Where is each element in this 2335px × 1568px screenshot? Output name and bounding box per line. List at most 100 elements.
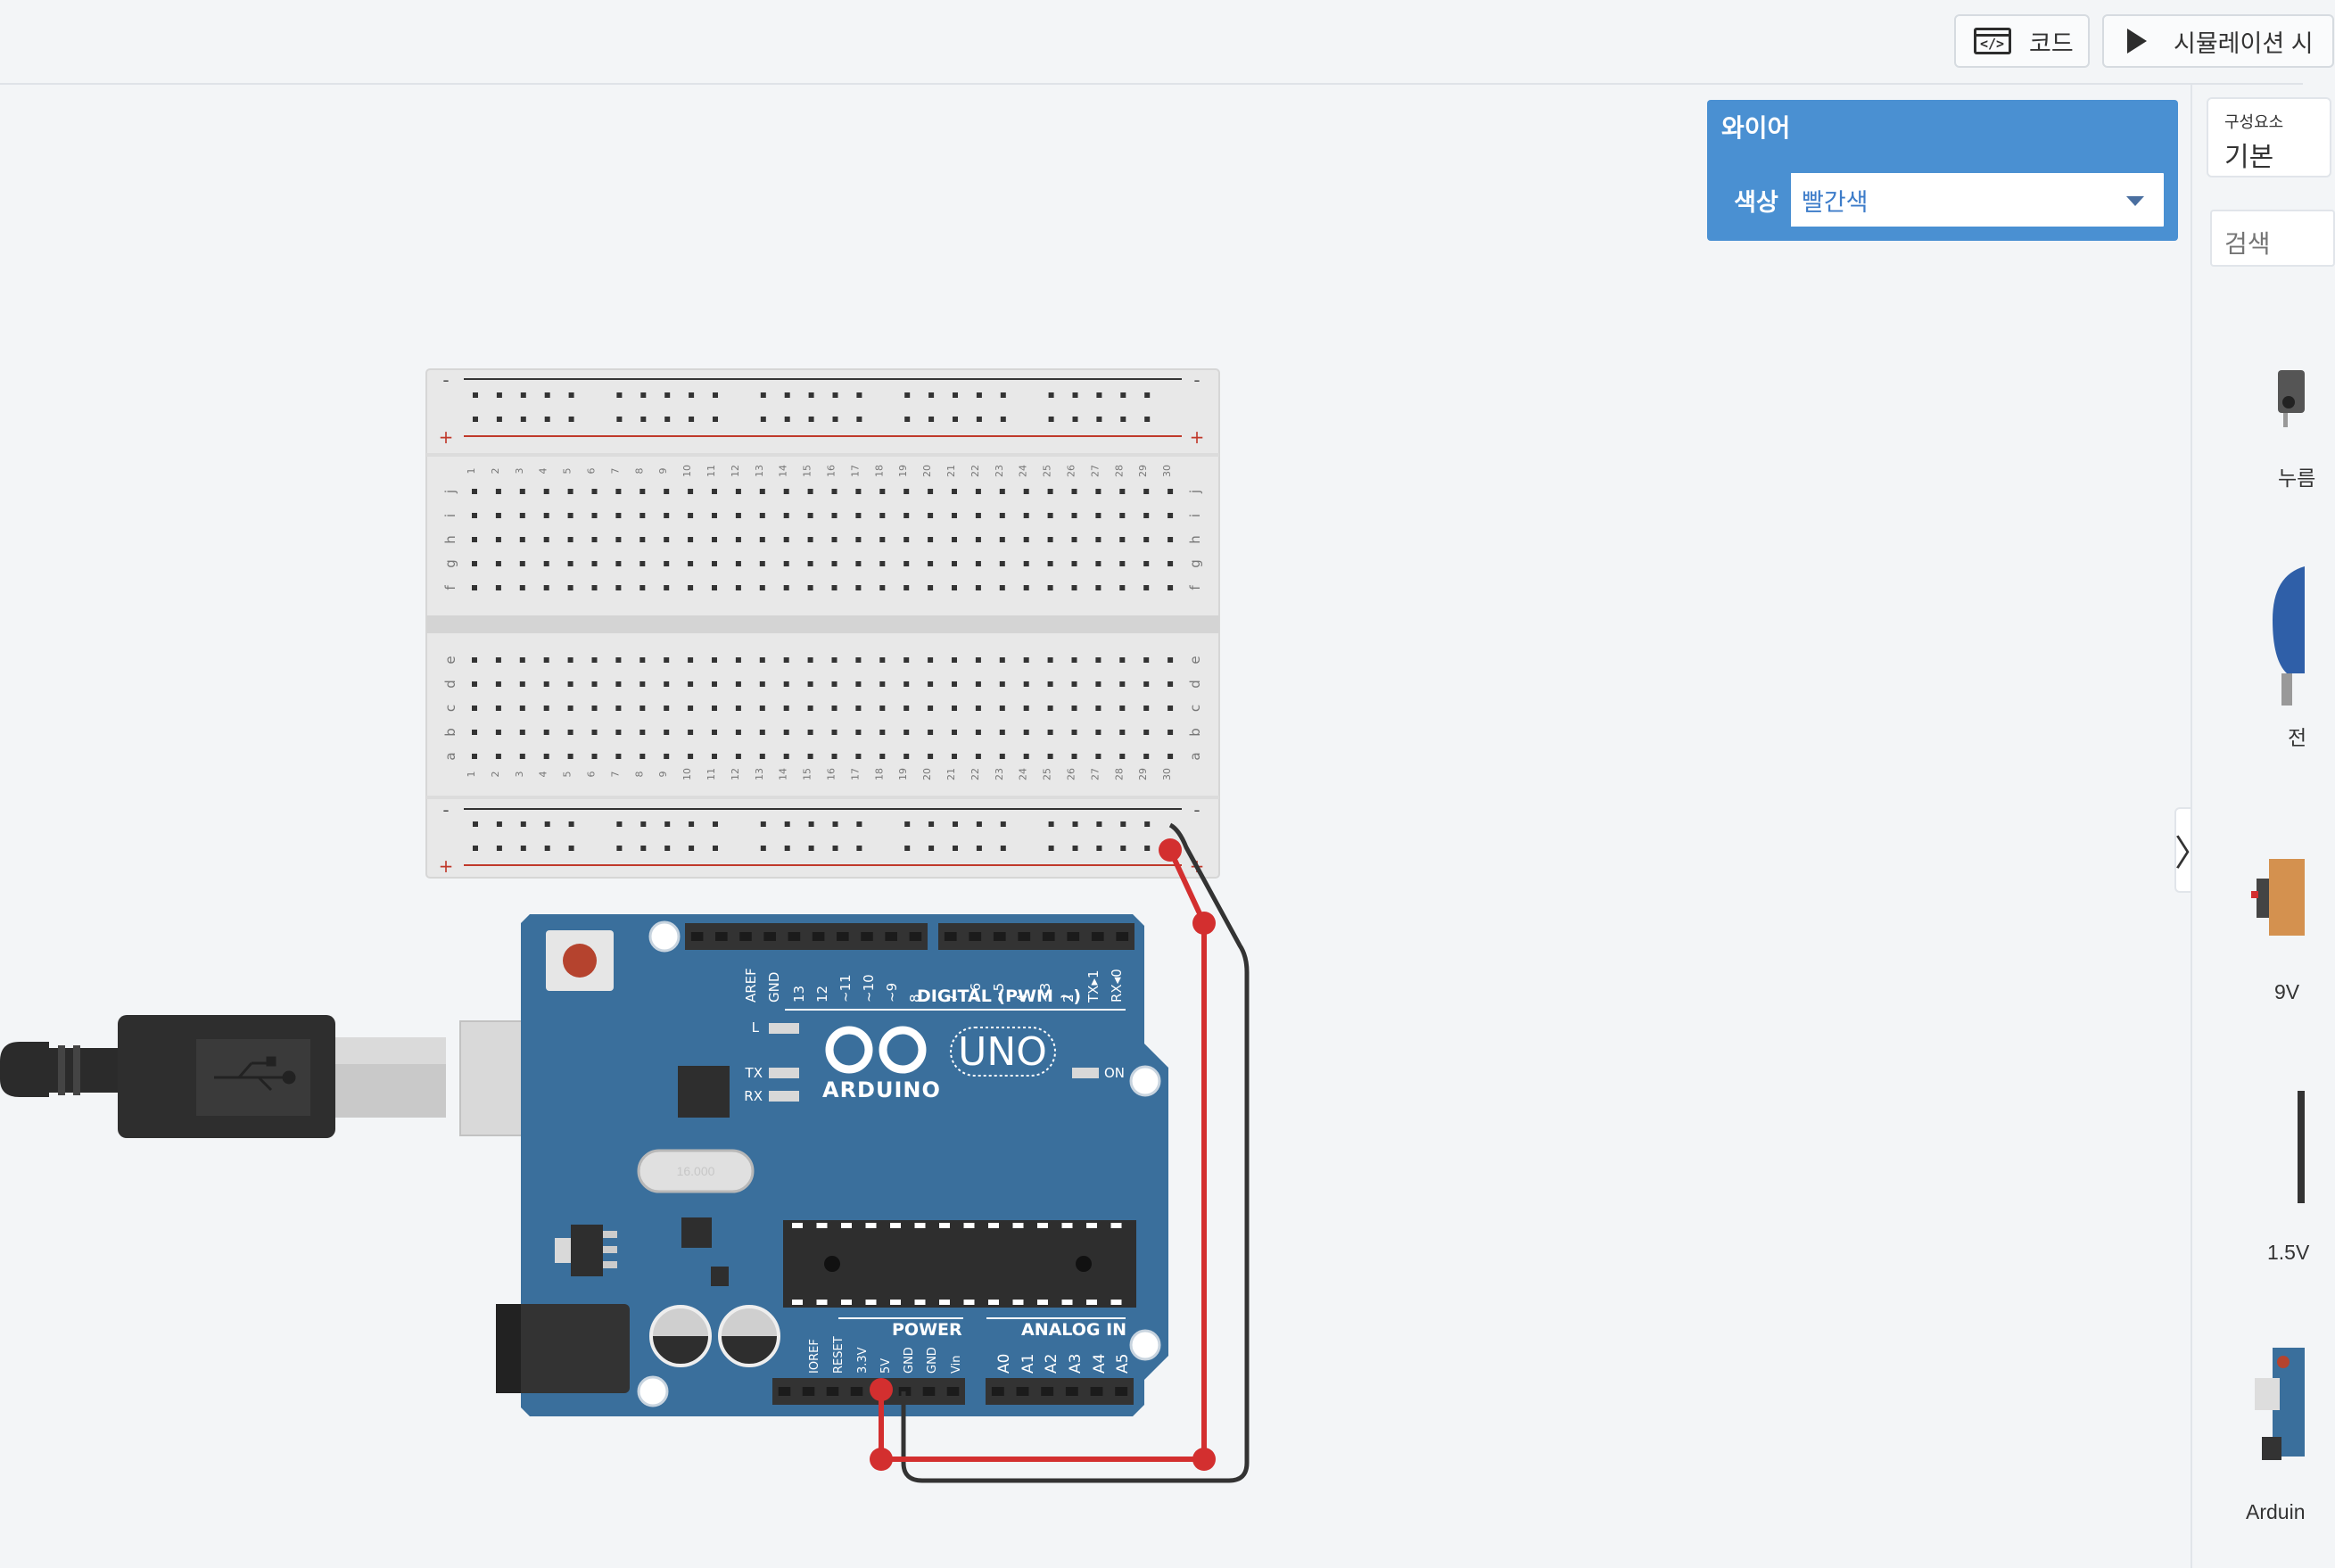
terminal-hole <box>495 585 501 590</box>
rail-hole <box>664 846 671 851</box>
terminal-hole <box>999 706 1005 711</box>
terminal-hole <box>879 657 886 663</box>
digital-pwm-label: DIGITAL (PWM ~) <box>917 986 1081 1006</box>
rail-hole <box>1000 846 1006 851</box>
column-number: 11 <box>705 768 717 780</box>
chip-leg <box>890 1300 901 1305</box>
terminal-hole <box>543 561 549 566</box>
chip-leg <box>816 1223 828 1228</box>
pin-label: GND <box>903 1347 916 1374</box>
terminal-hole <box>1143 681 1150 687</box>
terminal-hole <box>928 754 934 759</box>
battery-1-5v-icon[interactable] <box>2298 1091 2305 1203</box>
battery-9v-icon[interactable] <box>2251 859 2305 936</box>
components-dropdown[interactable]: 구성요소 기본 <box>2207 97 2331 177</box>
terminal-hole <box>591 537 598 542</box>
header-pin <box>991 1387 1004 1396</box>
terminal-hole <box>591 561 598 566</box>
terminal-hole <box>759 489 765 494</box>
crystal-label: 16.000 <box>677 1164 715 1178</box>
header-pin <box>1090 1387 1103 1396</box>
header-pin <box>802 1387 815 1396</box>
rail-hole <box>496 821 502 827</box>
chip-leg <box>988 1223 999 1228</box>
wire-color-select[interactable]: 색상 빨간색 <box>1720 171 2166 228</box>
terminal-hole <box>952 513 957 518</box>
terminal-hole <box>1071 657 1077 663</box>
terminal-hole <box>567 561 573 566</box>
lightbulb-icon[interactable] <box>2273 566 2305 706</box>
arduino-uno-board[interactable]: 16.000 L TX RX ON <box>496 914 1168 1416</box>
pushbutton-icon[interactable] <box>2278 370 2305 427</box>
terminal-hole <box>1119 657 1126 663</box>
terminal-hole <box>1119 730 1126 735</box>
rail-hole <box>928 392 935 398</box>
column-number: 28 <box>1113 768 1125 780</box>
header-pin <box>778 1387 791 1396</box>
rail-hole <box>976 821 982 827</box>
color-label: 색상 <box>1721 173 1791 227</box>
chip-leg <box>963 1300 975 1305</box>
terminal-hole <box>759 657 765 663</box>
rail-hole <box>689 821 695 827</box>
led-l-label: L <box>752 1019 760 1036</box>
rail-hole <box>904 392 911 398</box>
rail-hole <box>808 821 814 827</box>
terminal-hole <box>688 561 694 566</box>
header-pin <box>1041 1387 1054 1396</box>
terminal-hole <box>783 754 789 759</box>
start-simulation-button[interactable]: 시뮬레이션 시 <box>2102 14 2334 68</box>
row-letter: g <box>1187 559 1203 568</box>
rail-hole <box>640 821 647 827</box>
column-number: 12 <box>730 768 741 780</box>
terminal-hole <box>543 489 549 494</box>
terminal-hole <box>999 513 1005 518</box>
reset-button[interactable] <box>546 930 614 991</box>
terminal-hole <box>1095 657 1101 663</box>
rail-hole <box>1048 392 1054 398</box>
header-pin <box>739 932 752 941</box>
column-number: 27 <box>1089 768 1101 780</box>
rail-hole <box>1120 417 1126 422</box>
column-number: 19 <box>897 768 909 780</box>
dropdown-caret-icon <box>2126 196 2144 206</box>
header-pin <box>763 932 776 941</box>
rail-hole <box>713 821 718 827</box>
arduino-icon[interactable] <box>2255 1348 2305 1460</box>
chip-leg <box>1037 1300 1048 1305</box>
terminal-hole <box>855 561 862 566</box>
component-label: Arduin <box>2246 1500 2306 1523</box>
terminal-hole <box>783 489 789 494</box>
terminal-hole <box>1023 585 1029 590</box>
pin-label: A4 <box>1091 1354 1109 1374</box>
terminal-hole <box>975 537 981 542</box>
wire-black[interactable] <box>901 822 1250 1483</box>
chip-leg <box>914 1300 926 1305</box>
terminal-hole <box>999 681 1005 687</box>
pin-label: ~11 <box>837 974 854 1003</box>
inspector-title: 와이어 <box>1721 114 1791 142</box>
pin-label: ~6 <box>968 983 984 1003</box>
terminal-hole <box>639 513 646 518</box>
wire-red[interactable] <box>870 838 1216 1471</box>
terminal-hole <box>928 730 934 735</box>
row-letter: h <box>1187 535 1203 544</box>
code-button[interactable]: </> 코드 <box>1954 14 2090 68</box>
breadboard[interactable]: -+-+-+-+11223344556677889910101111121213… <box>425 368 1220 879</box>
terminal-hole <box>712 489 717 494</box>
terminal-hole <box>759 754 765 759</box>
terminal-hole <box>879 513 886 518</box>
terminal-hole <box>543 585 549 590</box>
rail-hole <box>520 417 526 422</box>
terminal-hole <box>735 657 741 663</box>
component-search-input[interactable] <box>2210 210 2335 267</box>
terminal-hole <box>495 561 501 566</box>
terminal-hole <box>903 681 910 687</box>
terminal-hole <box>759 681 765 687</box>
terminal-hole <box>639 561 646 566</box>
arduino-brand-label: ARDUINO <box>822 1077 941 1102</box>
rail-hole <box>856 846 862 851</box>
terminal-hole <box>1119 681 1126 687</box>
rail-hole <box>1120 392 1126 398</box>
